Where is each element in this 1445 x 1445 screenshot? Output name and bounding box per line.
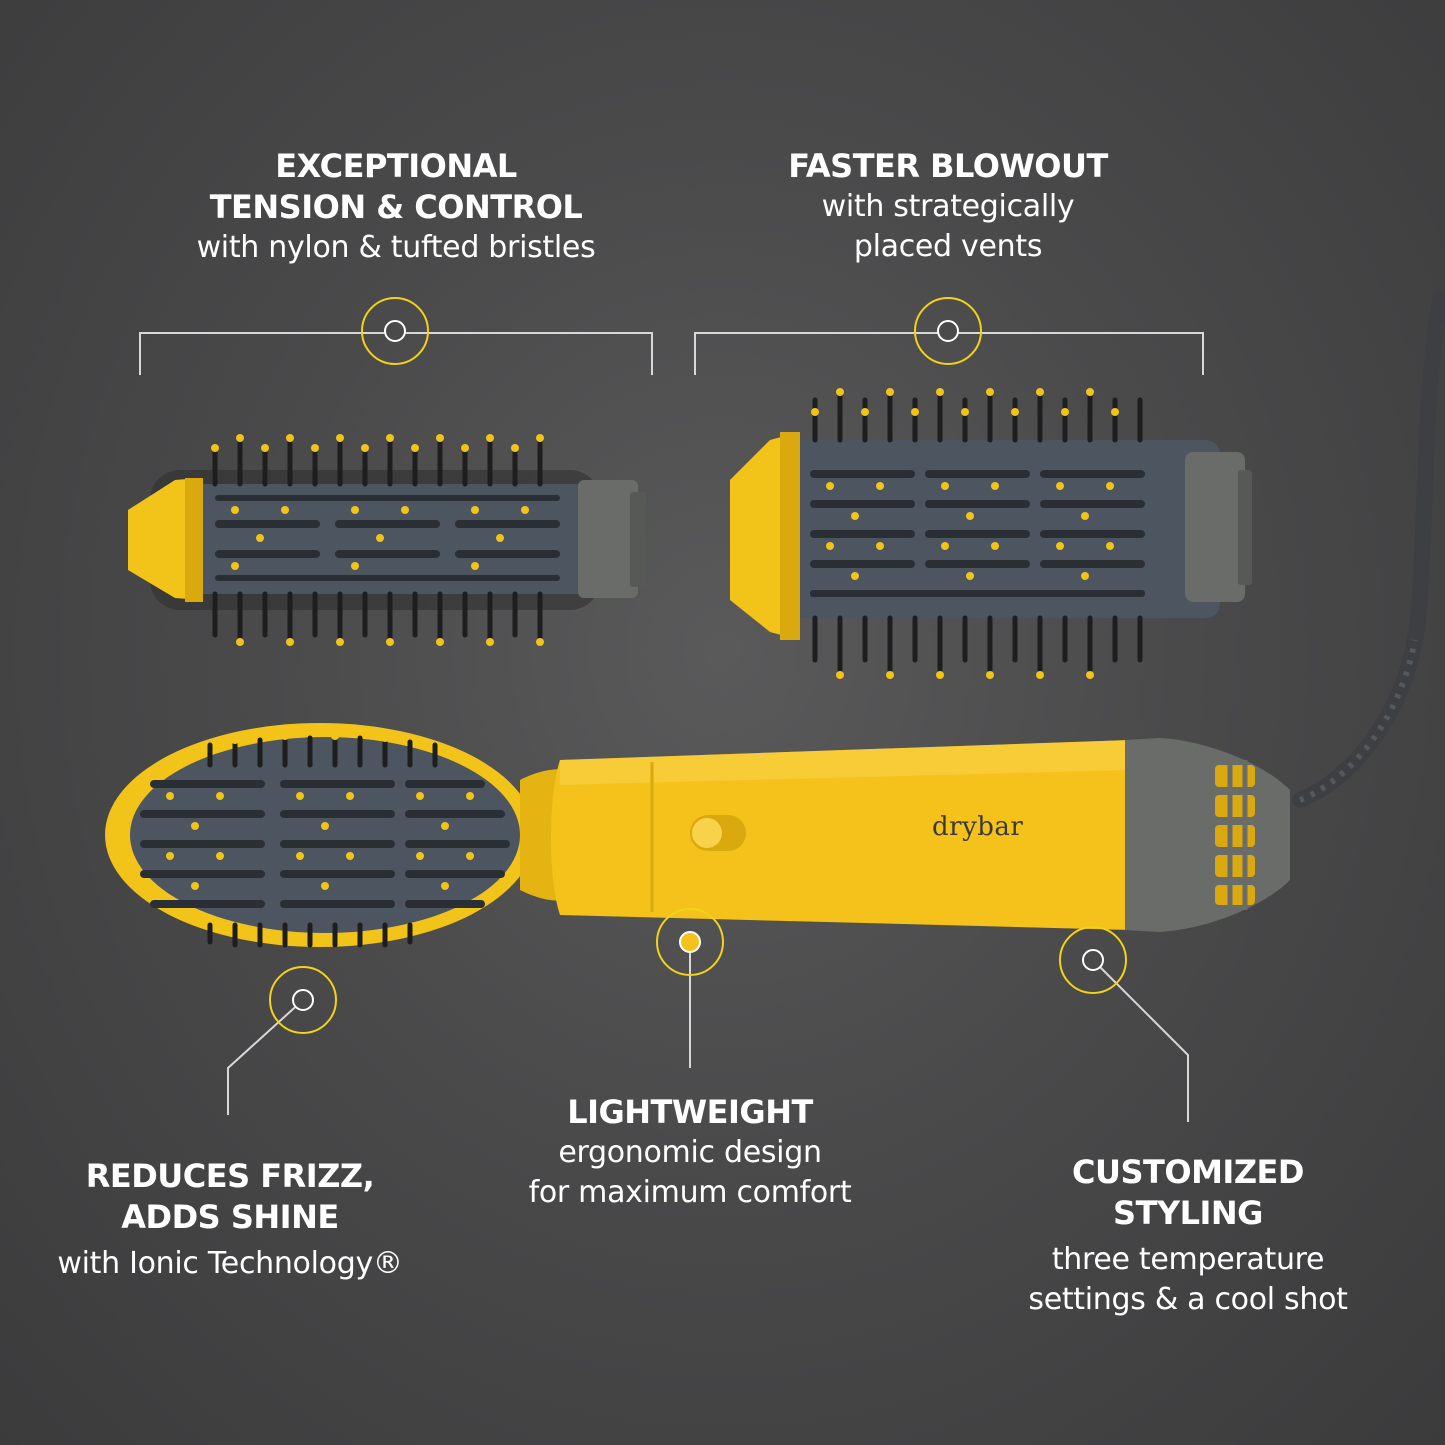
feature-frizz-headline: REDUCES FRIZZ, ADDS SHINE [85, 1157, 375, 1236]
power-cord [1292, 292, 1445, 808]
brand-logo: drybar [932, 812, 1024, 842]
feature-lightweight-sub: ergonomic design for maximum comfort [528, 1135, 852, 1210]
feature-tension-sub: with nylon & tufted bristles [196, 230, 596, 265]
feature-lightweight: LIGHTWEIGHT ergonomic design for maximum… [460, 1092, 920, 1213]
feature-frizz: REDUCES FRIZZ, ADDS SHINE with Ionic Tec… [10, 1156, 450, 1284]
feature-blowout: FASTER BLOWOUT with strategically placed… [700, 146, 1196, 267]
target-circle-icon [914, 297, 982, 365]
feature-tension-headline: EXCEPTIONAL TENSION & CONTROL [209, 147, 583, 226]
target-circle-icon [1059, 926, 1127, 994]
dryer-brush-main [105, 723, 1290, 948]
feature-frizz-sub: with Ionic Technology® [57, 1246, 403, 1281]
target-circle-icon [361, 297, 429, 365]
large-round-brush-attachment [730, 388, 1252, 679]
target-circle-icon [656, 908, 724, 976]
feature-blowout-headline: FASTER BLOWOUT [788, 147, 1108, 185]
feature-blowout-sub: with strategically placed vents [821, 189, 1075, 264]
target-circle-icon [269, 966, 337, 1034]
feature-lightweight-headline: LIGHTWEIGHT [567, 1093, 813, 1131]
feature-styling-sub: three temperature settings & a cool shot [1028, 1242, 1348, 1317]
feature-styling: CUSTOMIZED STYLING three temperature set… [968, 1152, 1408, 1320]
feature-tension: EXCEPTIONAL TENSION & CONTROL with nylon… [140, 146, 652, 268]
small-round-brush-attachment [128, 434, 646, 646]
feature-styling-headline: CUSTOMIZED STYLING [1072, 1153, 1304, 1232]
